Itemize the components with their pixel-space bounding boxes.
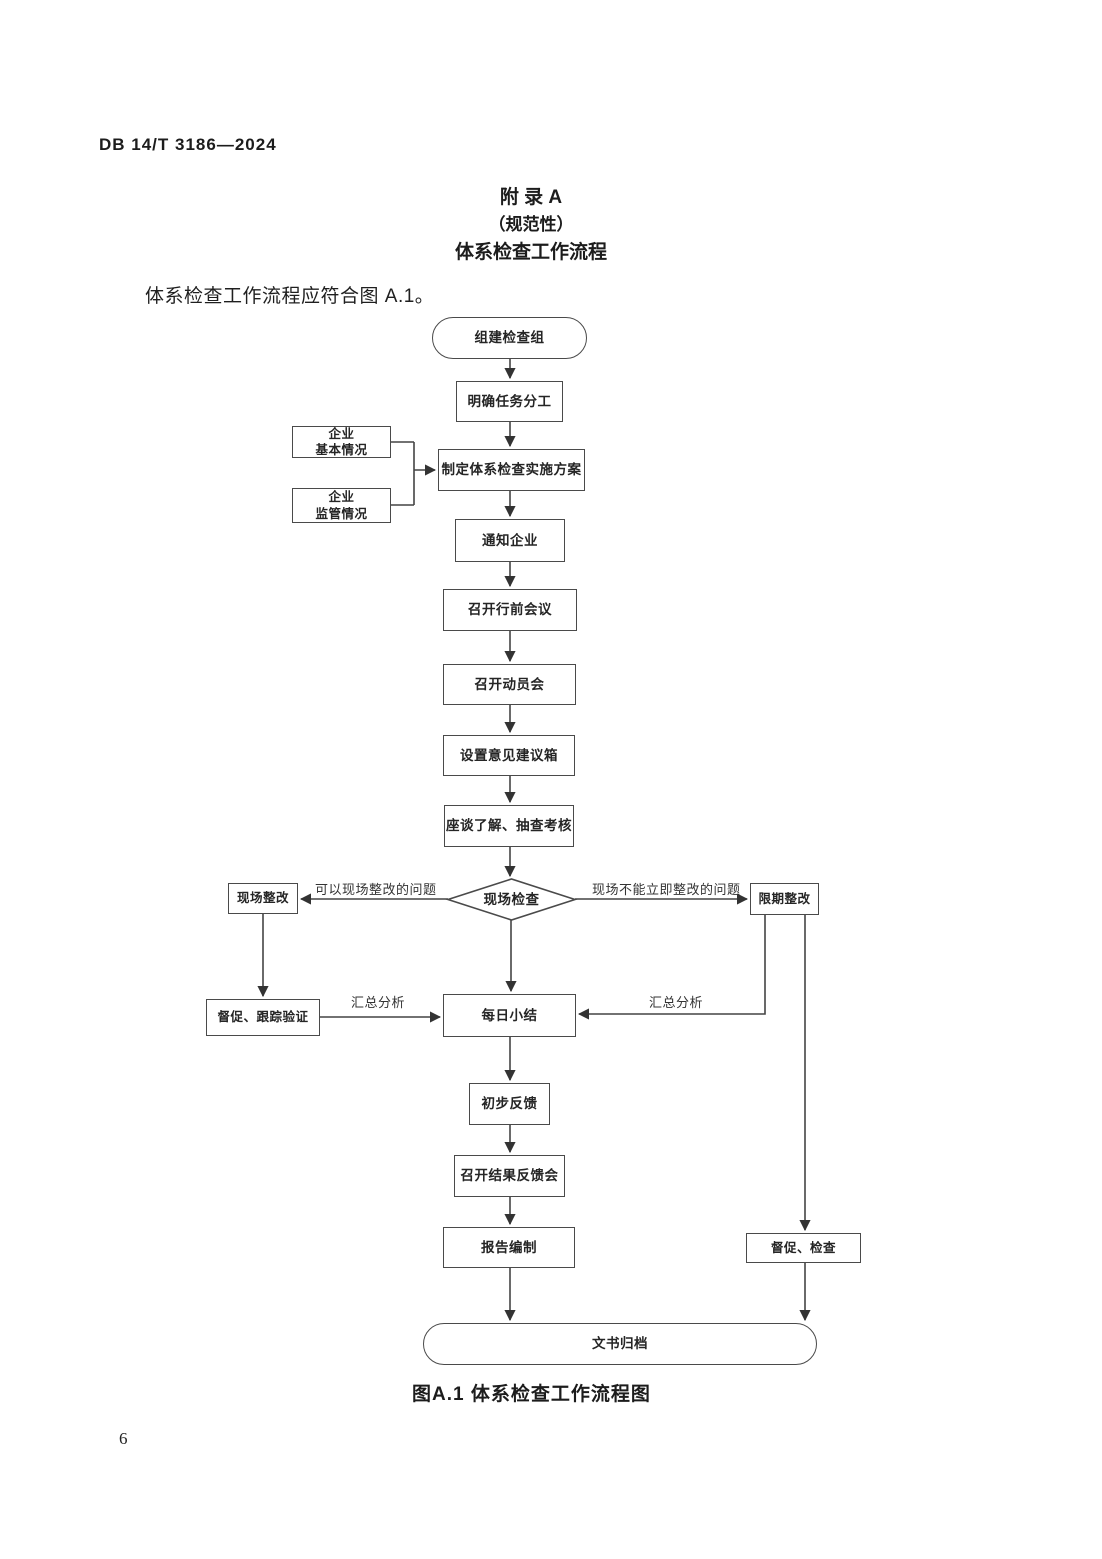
- node-onsite-rectification: 现场整改: [228, 883, 298, 914]
- edge-label-not-immediately-fixable: 现场不能立即整改的问题: [592, 882, 741, 897]
- figure-caption: 图A.1 体系检查工作流程图: [412, 1384, 651, 1405]
- node-make-implementation-plan: 制定体系检查实施方案: [438, 449, 585, 491]
- edge-label-summary-analysis-right: 汇总分析: [649, 995, 704, 1010]
- node-company-basic-info: 企业 基本情况: [292, 426, 391, 458]
- appendix-title: 体系检查工作流程: [0, 237, 1062, 264]
- node-pre-trip-meeting: 召开行前会议: [443, 589, 577, 631]
- appendix-heading: 附 录 A: [0, 182, 1062, 209]
- edge-label-onsite-fixable: 可以现场整改的问题: [315, 882, 437, 897]
- node-set-suggestion-box: 设置意见建议箱: [443, 735, 575, 776]
- node-preliminary-feedback: 初步反馈: [469, 1083, 550, 1125]
- appendix-title-text: 体系检查工作流程: [454, 242, 607, 263]
- node-onsite-inspection-decision: 现场检查: [483, 891, 540, 907]
- page-number: 6: [119, 1429, 128, 1448]
- appendix-subheading-text: （规范性）: [488, 215, 574, 234]
- node-company-regulatory-info: 企业 监管情况: [292, 488, 391, 523]
- node-notify-company: 通知企业: [455, 519, 565, 562]
- appendix-subheading: （规范性）: [0, 210, 1062, 235]
- connector-lines: [257, 359, 811, 1322]
- node-interview-spot-check: 座谈了解、抽查考核: [444, 805, 574, 847]
- node-form-inspection-team: 组建检查组: [432, 317, 587, 359]
- node-supervise-inspect: 督促、检查: [746, 1233, 861, 1263]
- node-result-feedback-meeting: 召开结果反馈会: [454, 1155, 565, 1197]
- edge-label-summary-analysis-left: 汇总分析: [351, 995, 406, 1010]
- edge-deadline-fix-to-daily-summary: [577, 915, 766, 1020]
- node-daily-summary: 每日小结: [443, 994, 576, 1037]
- node-report-compilation: 报告编制: [443, 1227, 575, 1268]
- decision-diamond-shape: [445, 878, 578, 921]
- node-mobilization-meeting: 召开动员会: [443, 664, 576, 705]
- intro-paragraph: 体系检查工作流程应符合图 A.1。: [145, 286, 435, 307]
- node-deadline-rectification: 限期整改: [750, 883, 819, 915]
- appendix-heading-text: 附 录 A: [499, 187, 563, 208]
- node-document-archiving: 文书归档: [423, 1323, 817, 1365]
- edge-info-bracket: [391, 441, 415, 506]
- node-assign-tasks: 明确任务分工: [456, 381, 563, 422]
- node-supervise-track-verify: 督促、跟踪验证: [206, 999, 320, 1036]
- document-code: DB 14/T 3186—2024: [99, 135, 277, 154]
